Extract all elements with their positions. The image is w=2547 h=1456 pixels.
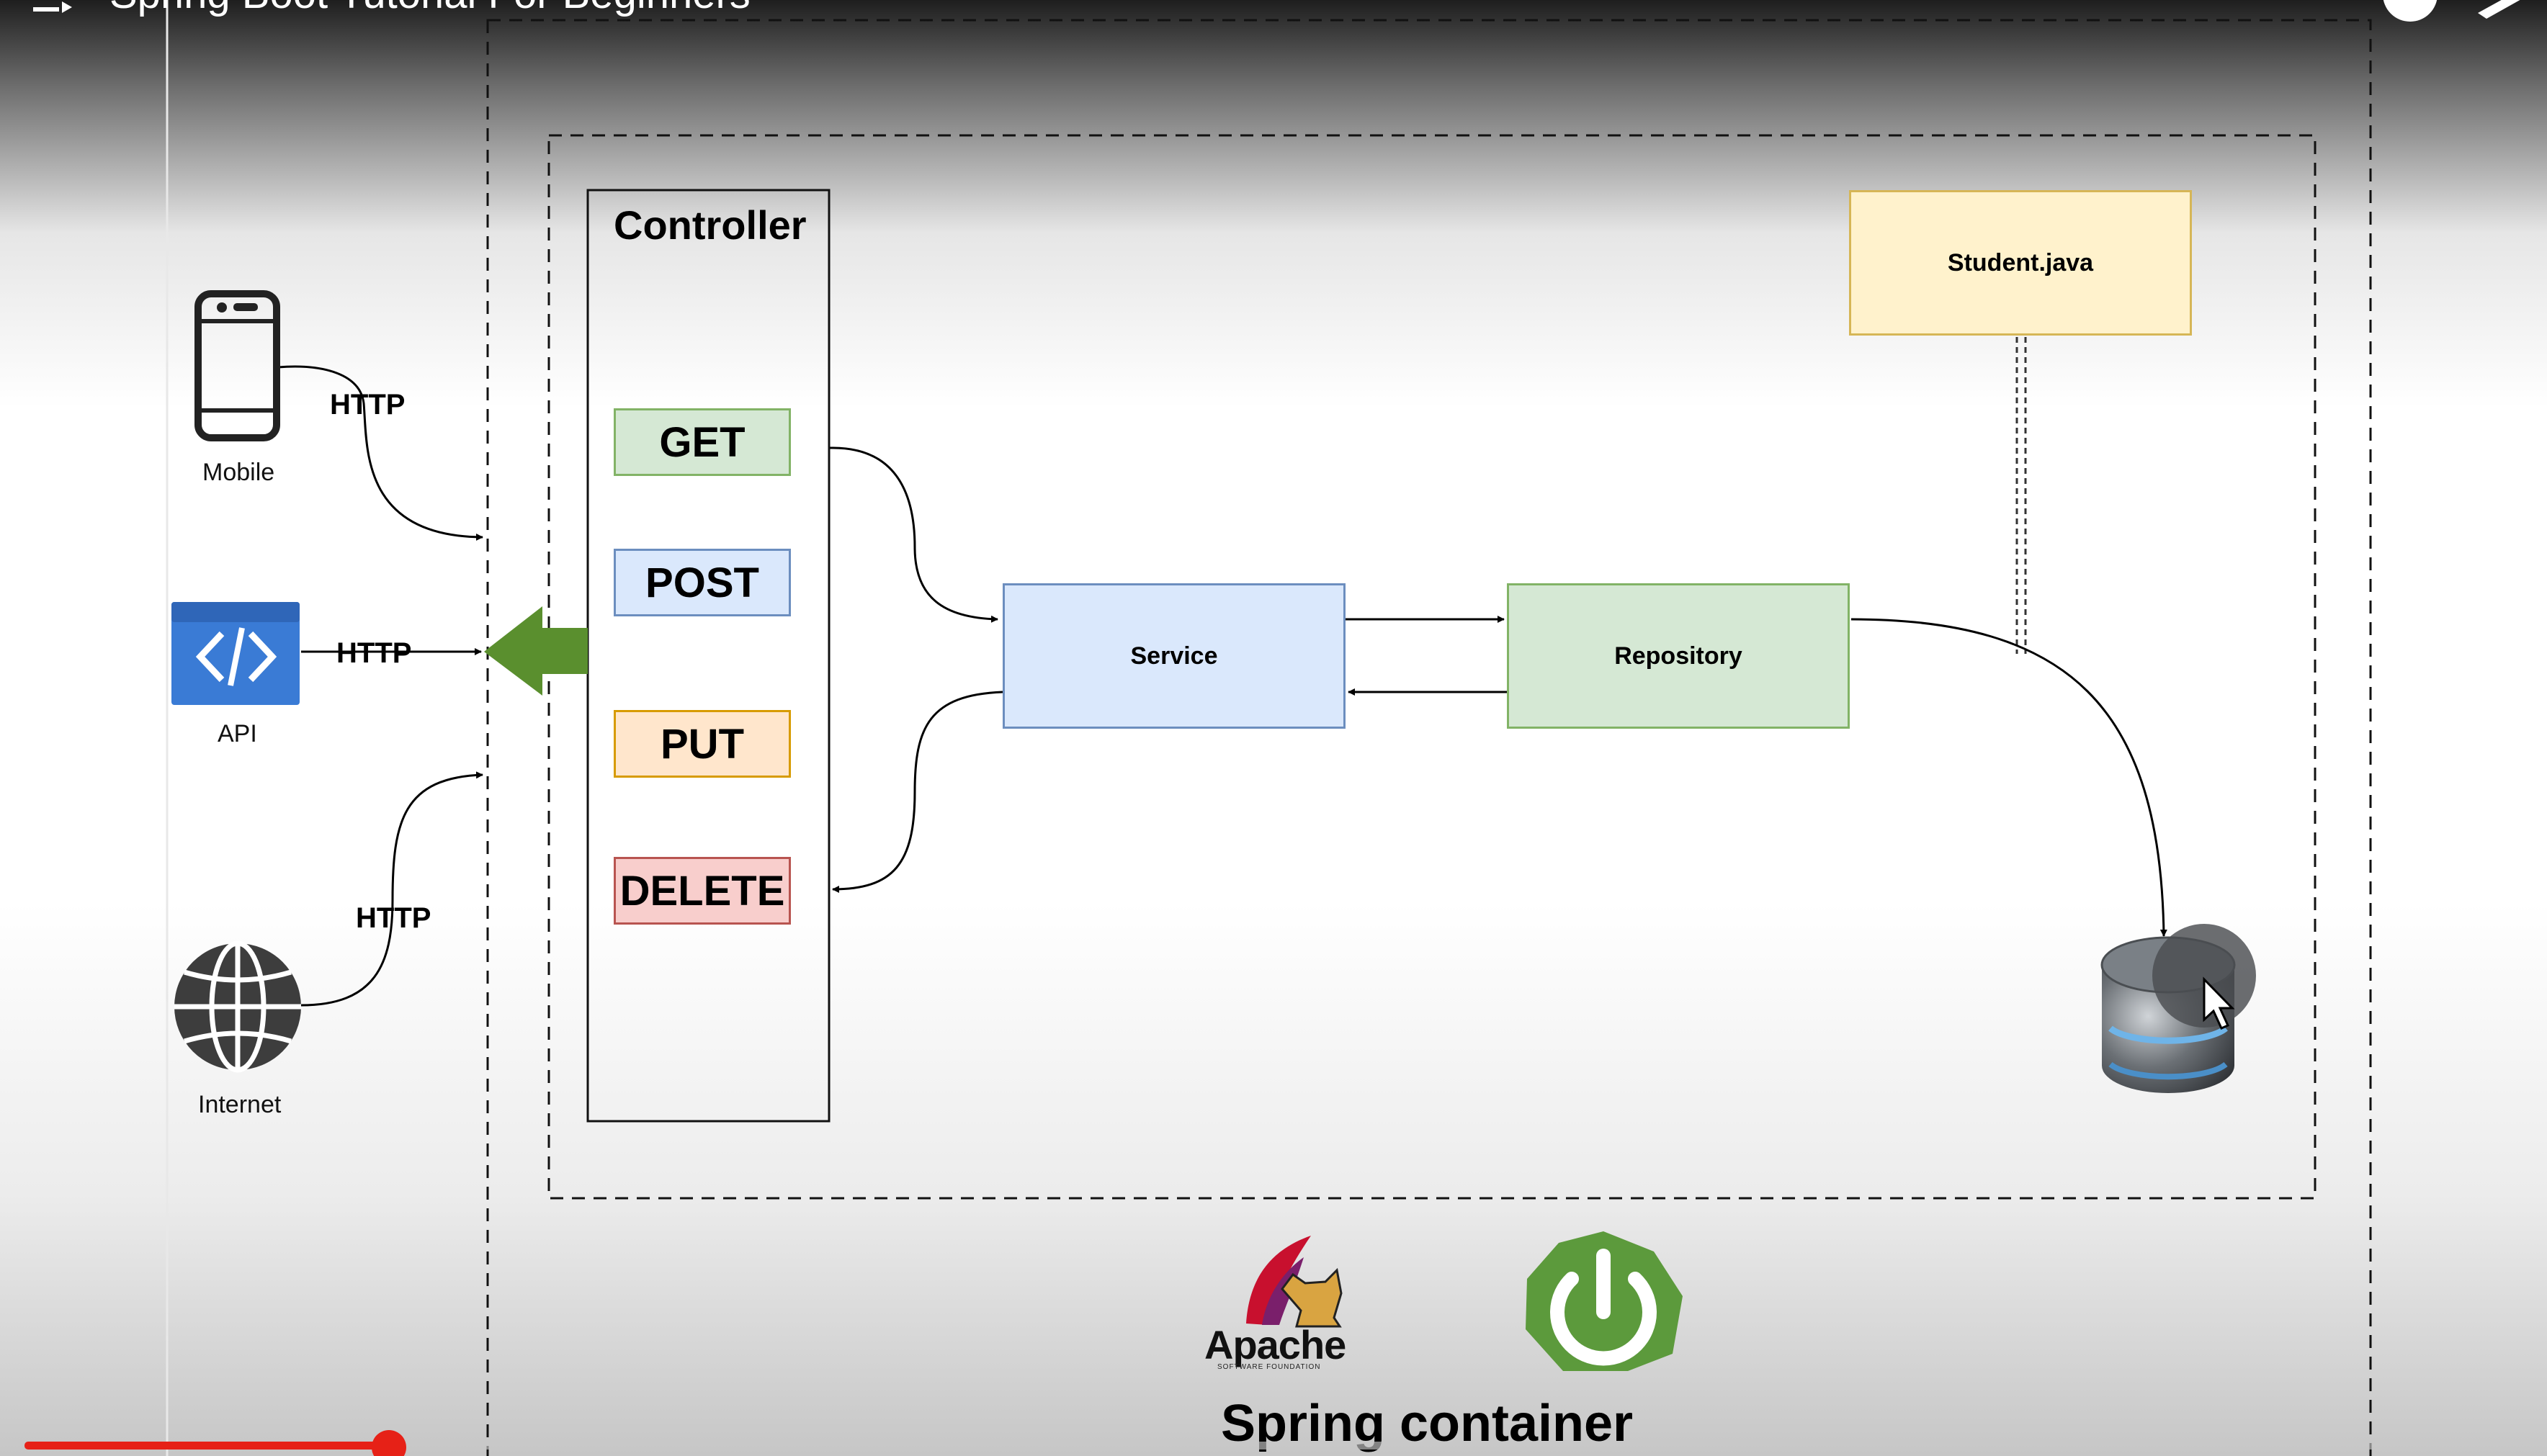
service-to-controller-connector (832, 691, 1003, 893)
entry-arrow (484, 606, 588, 696)
mobile-http-connector (277, 365, 483, 541)
share-icon (2478, 0, 2520, 19)
spring-container-boundary (486, 19, 2372, 1456)
spring-boot-logo (1526, 1231, 1683, 1371)
service-box: Service (1003, 583, 1346, 729)
smartphone-icon (194, 290, 280, 441)
playlist-icon (33, 1, 72, 13)
http-method-post: POST (614, 549, 791, 616)
video-title[interactable]: Spring Boot Tutorial For Beginners (109, 0, 751, 18)
client-label-mobile: Mobile (202, 459, 275, 486)
progress-scrubber[interactable] (372, 1430, 407, 1456)
internet-http-connector (300, 771, 483, 1007)
http-method-put: PUT (614, 710, 791, 778)
database-icon (2100, 924, 2256, 1093)
progress-track[interactable] (24, 1442, 2523, 1450)
globe-icon (174, 940, 301, 1073)
entity-box-student: Student.java (1849, 190, 2192, 336)
http-label-internet: HTTP (356, 902, 431, 934)
client-label-internet: Internet (198, 1091, 282, 1118)
client-label-api: API (218, 720, 257, 747)
apache-subtext: SOFTWARE FOUNDATION (1217, 1363, 1321, 1371)
controller-to-service-connector (829, 446, 998, 623)
progress-fill (24, 1442, 390, 1450)
repository-to-database-connector (1850, 618, 2167, 937)
apache-tomcat-logo (1246, 1236, 1343, 1328)
http-label-api: HTTP (336, 637, 412, 669)
controller-title: Controller (614, 202, 807, 248)
repository-box: Repository (1507, 583, 1850, 729)
watch-later-icon (2383, 0, 2438, 22)
http-method-delete: DELETE (614, 857, 791, 925)
code-icon (171, 602, 300, 705)
http-label-mobile: HTTP (330, 389, 406, 421)
http-method-get: GET (614, 408, 791, 476)
apache-text: Apache (1204, 1322, 1346, 1367)
